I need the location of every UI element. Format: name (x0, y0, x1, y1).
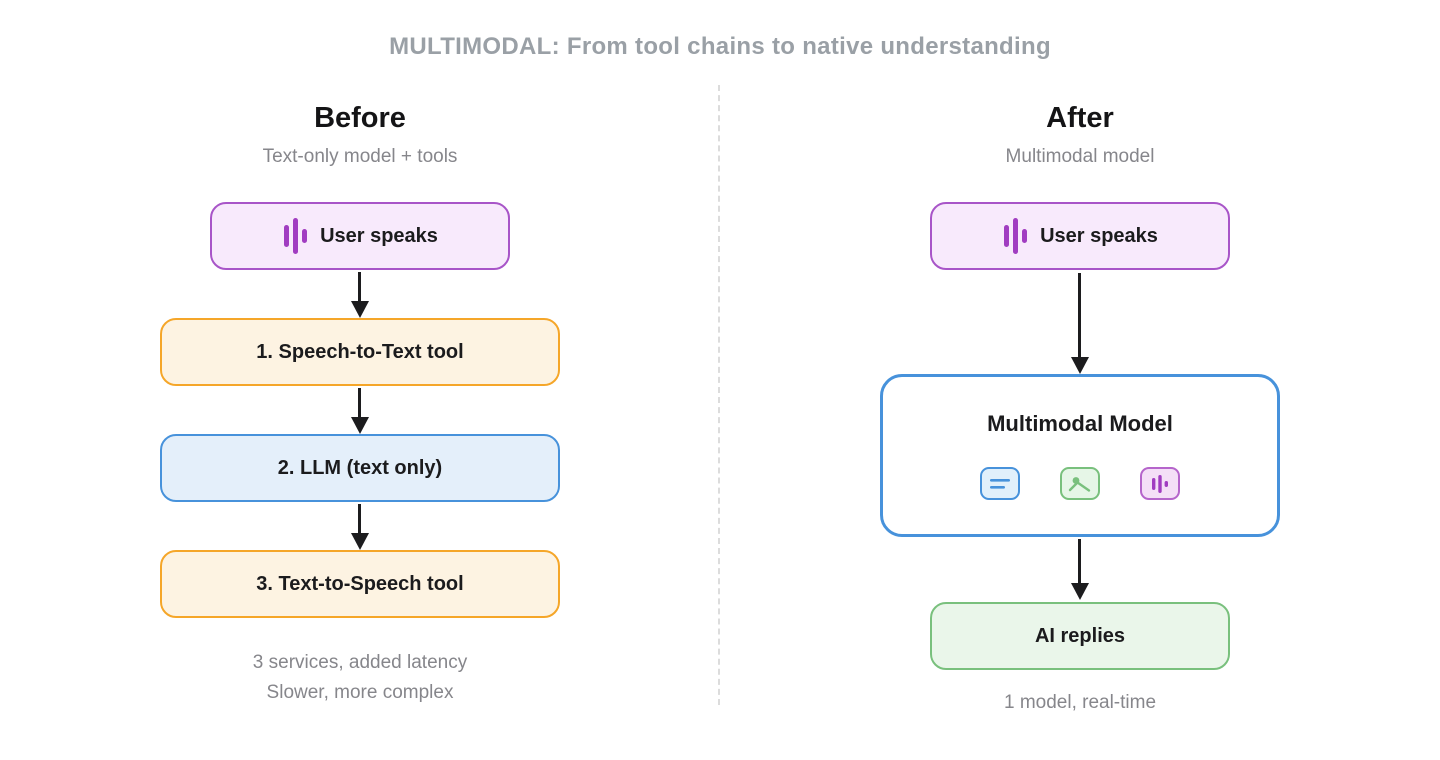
flow-arrow (358, 504, 361, 533)
multimodal-model-label: Multimodal Model (987, 411, 1173, 436)
before-step-3-node: 3. Text-to-Speech tool (160, 550, 560, 618)
audio-modality-chip (1140, 467, 1180, 500)
after-subheading: Multimodal model (1005, 146, 1155, 167)
before-heading: Before (314, 102, 406, 134)
after-caption: 1 model, real-time (830, 688, 1330, 718)
flow-arrow (358, 272, 361, 301)
before-user-speaks-node: User speaks (210, 202, 510, 270)
audio-icon (1152, 474, 1168, 493)
before-subheading: Text-only model + tools (262, 146, 458, 167)
flow-arrow (1078, 539, 1081, 583)
image-modality-chip (1060, 467, 1100, 500)
image-icon (1068, 476, 1091, 492)
before-step-1-label: 1. Speech-to-Text tool (256, 340, 464, 363)
diagram-title: MULTIMODAL: From tool chains to native u… (389, 33, 1051, 60)
before-step-1-node: 1. Speech-to-Text tool (160, 318, 560, 386)
column-divider (718, 85, 720, 705)
ai-replies-node: AI replies (930, 602, 1230, 670)
multimodal-model-node: Multimodal Model (880, 374, 1280, 537)
after-user-speaks-node: User speaks (930, 202, 1230, 270)
before-caption-line-1: 3 services, added latency (252, 652, 468, 673)
after-user-speaks-label: User speaks (1040, 224, 1158, 247)
before-caption-line-2: Slower, more complex (266, 682, 454, 703)
modality-chip-row (980, 467, 1180, 500)
before-step-2-label: 2. LLM (text only) (277, 456, 443, 479)
text-icon (990, 478, 1010, 489)
after-heading: After (1046, 102, 1114, 134)
waveform-icon (284, 218, 308, 254)
after-caption-line: 1 model, real-time (1003, 692, 1157, 713)
ai-replies-label: AI replies (1034, 624, 1126, 647)
before-step-3-label: 3. Text-to-Speech tool (256, 572, 464, 595)
before-caption: 3 services, added latency Slower, more c… (110, 648, 610, 708)
flow-arrow (1078, 273, 1081, 357)
waveform-icon (1004, 218, 1028, 254)
before-step-2-node: 2. LLM (text only) (160, 434, 560, 502)
text-modality-chip (980, 467, 1020, 500)
flow-arrow (358, 388, 361, 417)
before-user-speaks-label: User speaks (320, 224, 438, 247)
